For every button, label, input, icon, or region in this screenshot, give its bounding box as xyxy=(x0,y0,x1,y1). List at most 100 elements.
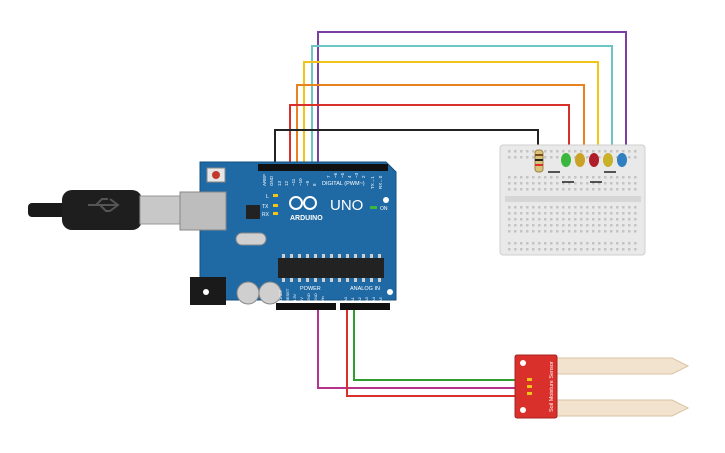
breadboard-hole xyxy=(616,182,619,185)
breadboard-hole xyxy=(616,150,619,153)
breadboard-hole xyxy=(556,248,559,251)
breadboard-hole xyxy=(514,156,517,159)
breadboard-hole xyxy=(568,150,571,153)
breadboard-hole xyxy=(544,230,547,233)
breadboard-hole xyxy=(544,224,547,227)
usb-jack xyxy=(179,191,227,231)
capacitor-2 xyxy=(258,281,282,305)
breadboard-hole xyxy=(598,182,601,185)
led-5[interactable] xyxy=(617,153,627,167)
breadboard-hole xyxy=(574,212,577,215)
wire-red[interactable] xyxy=(289,104,570,168)
breadboard-hole xyxy=(538,182,541,185)
breadboard-hole xyxy=(604,150,607,153)
soil-moisture-sensor[interactable]: Soil Moisture Sensor xyxy=(514,354,690,419)
led-1[interactable] xyxy=(561,153,571,167)
wire-black[interactable] xyxy=(274,129,539,168)
wire-purple[interactable] xyxy=(317,31,627,168)
breadboard-hole xyxy=(598,248,601,251)
breadboard-hole xyxy=(598,176,601,179)
breadboard-hole xyxy=(610,176,613,179)
breadboard-hole xyxy=(532,230,535,233)
breadboard-hole xyxy=(532,248,535,251)
breadboard-hole xyxy=(580,176,583,179)
arduino-board[interactable]: ARDUINO UNO L TX RX ON DIGITAL (PWM~) PO… xyxy=(179,161,397,310)
breadboard-hole xyxy=(586,182,589,185)
breadboard-hole xyxy=(514,230,517,233)
breadboard-hole xyxy=(550,248,553,251)
wire-green[interactable] xyxy=(353,303,520,381)
breadboard-hole xyxy=(610,230,613,233)
breadboard-hole xyxy=(598,206,601,209)
breadboard-hole xyxy=(598,188,601,191)
breadboard-hole xyxy=(622,230,625,233)
pin-label-a3: A3 xyxy=(364,296,369,302)
wires xyxy=(274,31,627,397)
breadboard-hole xyxy=(526,218,529,221)
wire-magenta[interactable] xyxy=(317,303,520,389)
breadboard-hole xyxy=(598,218,601,221)
resistor[interactable] xyxy=(534,149,544,173)
breadboard-hole xyxy=(520,156,523,159)
usb-cable[interactable] xyxy=(28,190,209,230)
breadboard-hole xyxy=(562,182,565,185)
pin-label-10: ~10 xyxy=(298,178,303,186)
breadboard-hole xyxy=(628,188,631,191)
breadboard-hole xyxy=(592,150,595,153)
breadboard-hole xyxy=(604,188,607,191)
breadboard-hole xyxy=(514,182,517,185)
wire-orange[interactable] xyxy=(296,84,585,168)
digital-label: DIGITAL (PWM~) xyxy=(322,181,365,187)
breadboard-hole xyxy=(634,206,637,209)
breadboard-hole xyxy=(568,224,571,227)
breadboard-hole xyxy=(580,230,583,233)
breadboard-hole xyxy=(520,218,523,221)
breadboard-hole xyxy=(616,224,619,227)
breadboard-hole xyxy=(562,248,565,251)
breadboard-hole xyxy=(538,230,541,233)
board-model: UNO xyxy=(330,197,363,214)
led-4[interactable] xyxy=(603,153,613,167)
breadboard-hole xyxy=(526,212,529,215)
breadboard-hole xyxy=(568,218,571,221)
breadboard[interactable] xyxy=(499,144,646,256)
pin-label-a0: A0 xyxy=(343,296,348,302)
breadboard-hole xyxy=(568,242,571,245)
arduino-logo-icon xyxy=(289,196,317,210)
breadboard-hole xyxy=(514,188,517,191)
wire-yellow[interactable] xyxy=(303,61,599,168)
breadboard-hole xyxy=(610,248,613,251)
bottom-pin-labels: IOREF RESET 3.3V 5V GND GND Vin A0 A1 A2… xyxy=(278,288,383,302)
pin-label-a2: A2 xyxy=(357,296,362,302)
breadboard-hole xyxy=(586,212,589,215)
pin-label-5v: 5V xyxy=(299,297,304,302)
breadboard-hole xyxy=(556,218,559,221)
breadboard-hole xyxy=(592,230,595,233)
wire-red-sensor[interactable] xyxy=(346,303,520,397)
led-2[interactable] xyxy=(575,153,585,167)
breadboard-hole xyxy=(538,242,541,245)
breadboard-hole xyxy=(550,242,553,245)
breadboard-hole xyxy=(544,218,547,221)
breadboard-hole xyxy=(586,242,589,245)
breadboard-hole xyxy=(550,212,553,215)
led-3[interactable] xyxy=(589,153,599,167)
breadboard-hole xyxy=(532,182,535,185)
breadboard-hole xyxy=(520,206,523,209)
breadboard-hole xyxy=(556,156,559,159)
breadboard-hole xyxy=(520,182,523,185)
breadboard-hole xyxy=(598,242,601,245)
breadboard-hole xyxy=(574,176,577,179)
breadboard-hole xyxy=(556,176,559,179)
breadboard-hole xyxy=(580,150,583,153)
breadboard-hole xyxy=(592,206,595,209)
breadboard-hole xyxy=(532,212,535,215)
breadboard-hole xyxy=(604,218,607,221)
breadboard-hole xyxy=(532,156,535,159)
capacitor-1 xyxy=(236,281,260,305)
breadboard-hole xyxy=(526,182,529,185)
pin-label-gnd: GND xyxy=(269,175,274,186)
breadboard-hole xyxy=(508,188,511,191)
breadboard-hole xyxy=(556,188,559,191)
wire-cyan[interactable] xyxy=(311,45,613,168)
